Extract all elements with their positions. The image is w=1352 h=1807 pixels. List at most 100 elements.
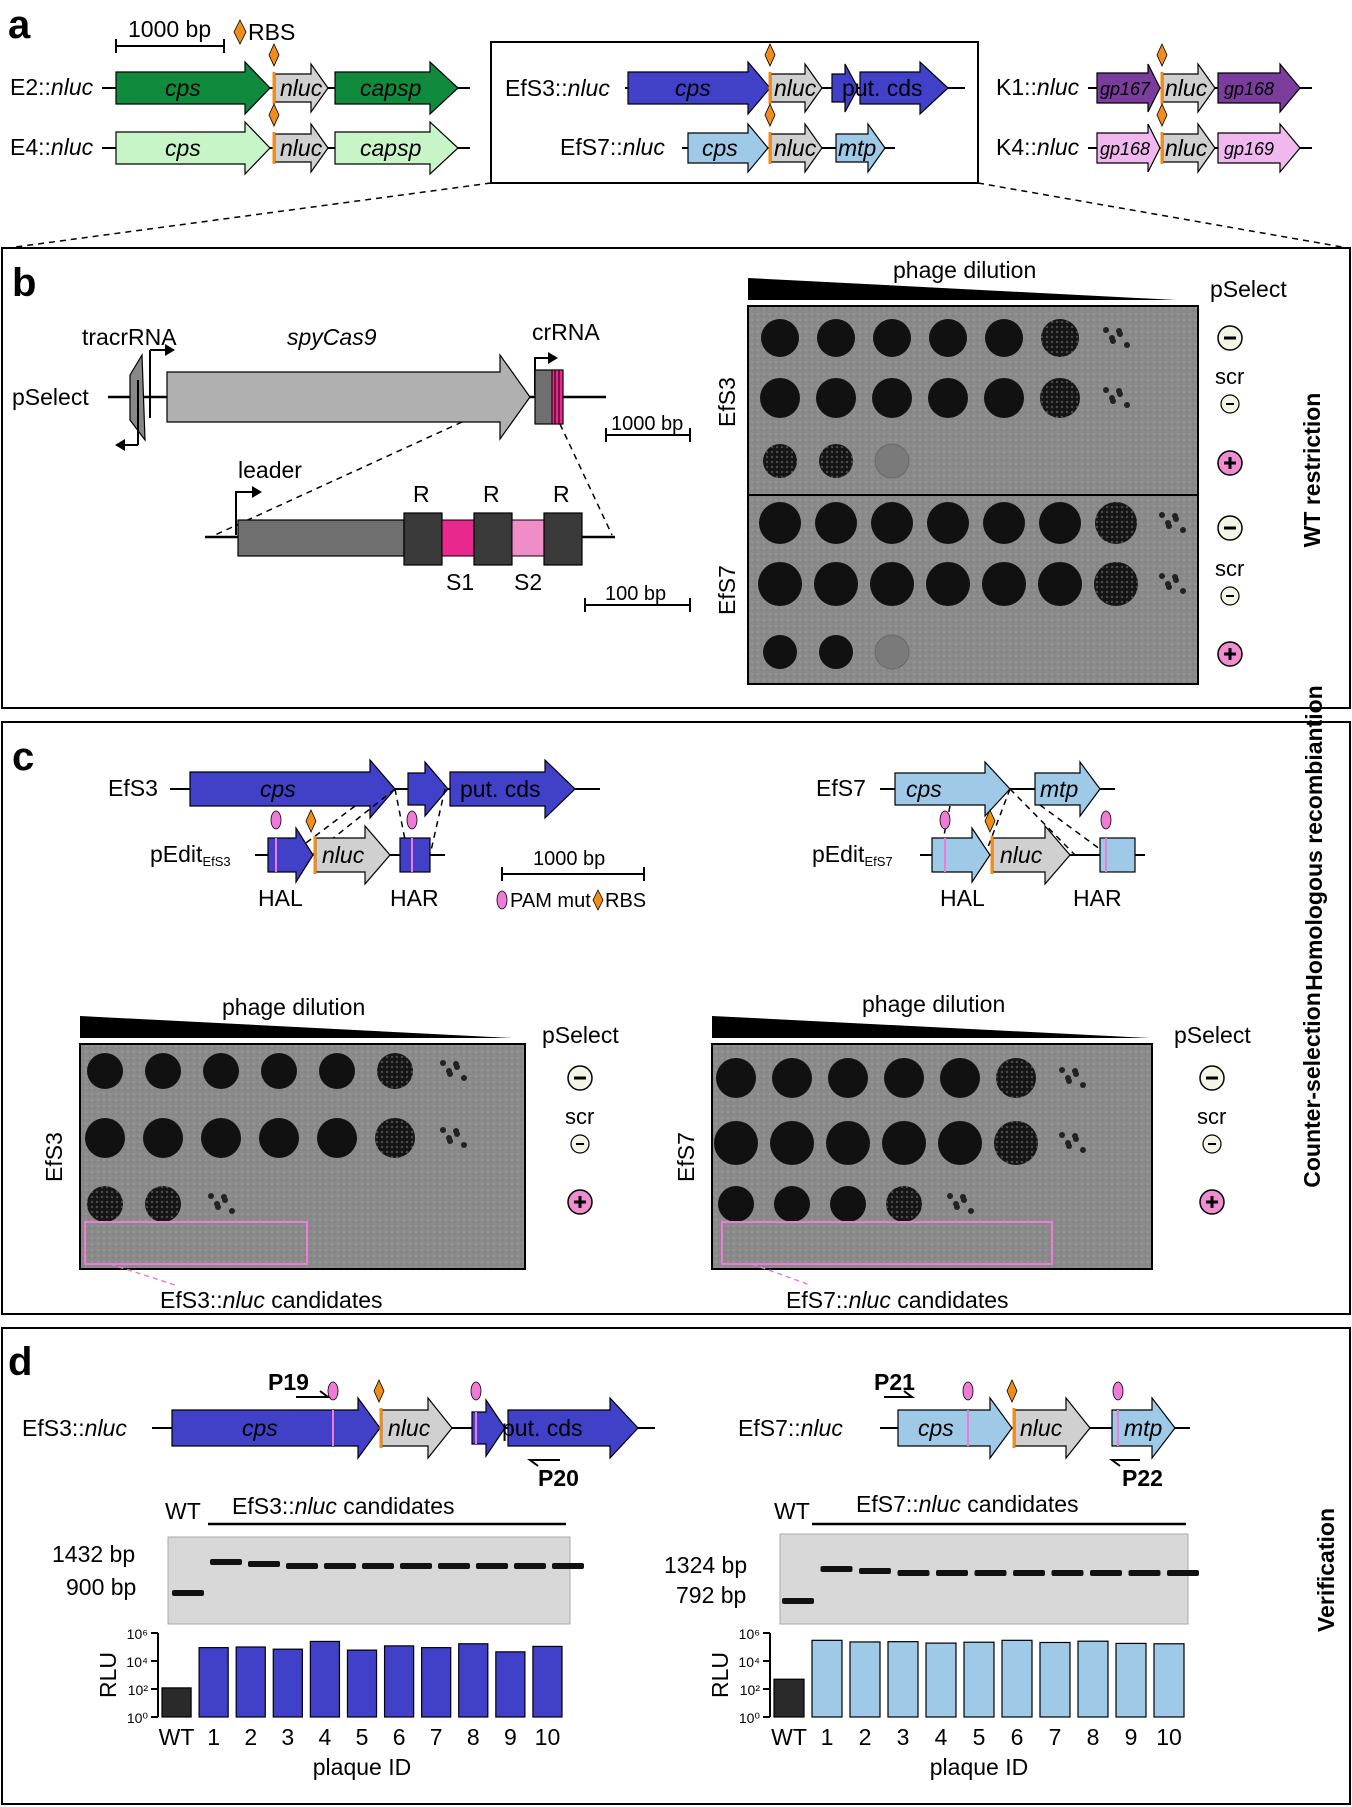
band-size-low: 900 bp — [66, 1574, 136, 1600]
gene-label: capsp — [360, 135, 422, 161]
x-axis-label: plaque ID — [313, 1754, 411, 1780]
gene-label: mtp — [1040, 776, 1079, 802]
row-label-efs3: EfS3 — [714, 377, 740, 427]
scale-bar-1000bp: 1000 bp — [115, 16, 225, 53]
plaque-spot-lysis — [85, 1118, 125, 1158]
x-tick-label: 5 — [973, 1724, 986, 1750]
gel-band — [1090, 1570, 1122, 1576]
gel-efs3: WT EfS3::nluc candidates 1432 bp 900 bp — [52, 1493, 584, 1625]
gel-band — [286, 1563, 318, 1569]
plaque-spot-lysis — [718, 1186, 754, 1222]
x-axis-label: plaque ID — [930, 1754, 1028, 1780]
y-tick-label: 10⁰ — [739, 1710, 761, 1726]
plaque-spot-lysis — [940, 1058, 980, 1098]
gel-band — [210, 1559, 242, 1565]
bar-1 — [811, 1639, 843, 1718]
row-label-efs3: EfS3 — [41, 1132, 67, 1182]
x-tick-label: 4 — [319, 1724, 332, 1750]
pselect-label: pSelect — [12, 384, 89, 410]
construct-e4: E4::nluc cps nluc capsp — [10, 103, 470, 176]
plaque-spot-lysis — [317, 1118, 357, 1158]
y-tick-label: 10⁶ — [739, 1626, 760, 1642]
plaque-spot-lysis — [774, 1186, 810, 1222]
bar-7 — [421, 1647, 452, 1718]
plaque-spot-lysis — [830, 1186, 866, 1222]
bar-6 — [383, 1645, 415, 1718]
x-tick-label: 1 — [821, 1724, 834, 1750]
plaque-spot-lysis — [1038, 562, 1082, 606]
plaque-spot-lysis — [884, 1058, 924, 1098]
plaque-spot-lysis — [816, 378, 856, 418]
dilution-wedge — [748, 278, 1176, 300]
pam-legend-label: PAM mut — [510, 890, 591, 912]
x-tick-label: 1 — [207, 1724, 220, 1750]
plaque-spot-turbid — [145, 1186, 181, 1222]
bar-8 — [1077, 1640, 1109, 1718]
bar-10 — [1153, 1643, 1185, 1718]
plaque-spot-few — [440, 1127, 467, 1148]
plaque-spot-lysis — [760, 378, 800, 418]
bar-3 — [272, 1648, 303, 1718]
plaque-spot-lysis — [870, 562, 914, 606]
construct-efs3: EfS3::nluc cps nluc put. cds — [505, 43, 965, 116]
svg-text:K1::nluc: K1::nluc — [996, 74, 1080, 100]
tracrrna-label: tracrRNA — [82, 324, 177, 350]
gene-label: cps — [260, 776, 296, 802]
plaque-spot-lysis — [826, 1121, 870, 1165]
plaque-spot-turbid — [819, 444, 853, 478]
repeat-label: R — [483, 481, 500, 507]
y-axis-label: RLU — [707, 1652, 733, 1698]
x-tick-label: 7 — [1049, 1724, 1062, 1750]
gel-band — [514, 1563, 546, 1569]
gel-title: EfS7:: — [856, 1491, 919, 1517]
gene-label: nluc — [774, 75, 817, 101]
candidate-highlight-box — [721, 1221, 1053, 1265]
candidate-highlight-box — [84, 1221, 308, 1265]
candidates-label: EfS7:: — [786, 1287, 849, 1313]
plaque-spot-lysis — [259, 1118, 299, 1158]
phage-dilution-label: phage dilution — [222, 994, 365, 1020]
scale-label: 100 bp — [605, 583, 666, 605]
gene-label: nluc — [1165, 135, 1208, 161]
zoom-line — [977, 182, 1349, 249]
bar-4 — [309, 1640, 341, 1718]
gel-band — [476, 1563, 508, 1569]
hal-label: HAL — [258, 885, 303, 911]
condition-markers-c: scr — [565, 1065, 594, 1215]
panel-label-d: d — [8, 1340, 32, 1384]
repeat-label: R — [413, 481, 430, 507]
plaque-spot-turbid — [1041, 319, 1079, 357]
plaque-assay-b: phage dilution pSelect EfS3 EfS7 WT rest… — [714, 257, 1325, 685]
plaque-spot-turbid — [1094, 562, 1138, 606]
gene-label: gp167 — [1100, 79, 1151, 99]
construct-k4: K4::nluc gp168 nluc gp169 — [996, 103, 1312, 174]
homologous-recombination-efs3: EfS3 cps put. cds pEditEfS3 nluc HAL HAR — [108, 758, 600, 911]
legend-c: 1000 bp PAM mut RBS — [496, 848, 646, 912]
plaque-spot-cleared — [874, 443, 910, 479]
bar-8 — [458, 1643, 489, 1718]
primer-p21-label: P21 — [874, 1369, 915, 1395]
spycas9-label: spyCas9 — [287, 324, 377, 350]
plaque-spot-turbid — [763, 444, 797, 478]
plaque-spot-lysis — [759, 502, 801, 544]
plaque-spot-lysis — [928, 378, 968, 418]
spacer-s2-label: S2 — [514, 569, 542, 595]
plaque-spot-lysis — [201, 1118, 241, 1158]
row-label-efs7: EfS7 — [673, 1132, 699, 1182]
pedit-subscript: EfS7 — [864, 854, 892, 869]
bar-7 — [1039, 1641, 1071, 1718]
svg-text:EfS3::nluc: EfS3::nluc — [505, 75, 610, 101]
gel-band-wt — [172, 1590, 204, 1596]
plaque-spot-lysis — [982, 562, 1026, 606]
plaque-spot-turbid — [87, 1186, 123, 1222]
plaque-spot-turbid — [996, 1058, 1036, 1098]
y-tick-label: 10² — [740, 1682, 761, 1698]
wt-label: WT — [165, 1498, 201, 1524]
homologous-recombination-efs7: EfS7 cps mtp pEditEfS7 nluc HAL HAR — [812, 760, 1145, 911]
x-tick-label: WT — [771, 1724, 807, 1750]
pedit-label: pEdit — [812, 841, 865, 867]
verification-efs3-map: EfS3::nluc cps nluc put. cds P19 P20 — [22, 1369, 655, 1491]
